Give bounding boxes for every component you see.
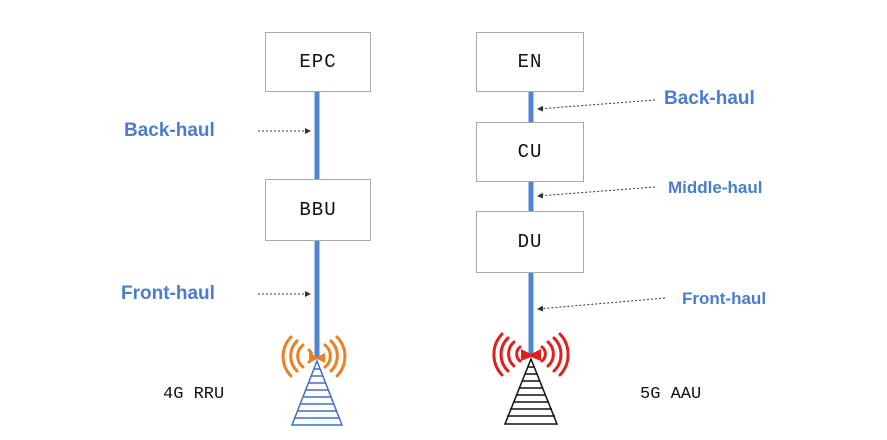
en-label: EN (517, 51, 543, 73)
bbu-box: BBU (265, 179, 371, 241)
rru-tower-icon (290, 358, 344, 426)
aau-caption: 5G AAU (640, 385, 702, 404)
right-fronthaul-arrow (537, 297, 666, 312)
epc-box: EPC (265, 32, 371, 92)
right-middlehaul-label: Middle-haul (668, 178, 763, 197)
rru-wave-icon (281, 335, 347, 378)
aau-tower-icon (503, 356, 559, 425)
aau-wave-icon (492, 332, 570, 377)
rru-radiator-icon (309, 353, 325, 363)
left-backhaul-label: Back-haul (124, 120, 215, 141)
left-fronthaul-label: Front-haul (121, 283, 215, 304)
cu-label: CU (517, 141, 543, 163)
du-box: DU (476, 211, 584, 273)
right-backhaul-arrow (537, 99, 656, 112)
bbu-label: BBU (299, 199, 337, 221)
epc-label: EPC (299, 51, 337, 73)
rru-caption: 4G RRU (163, 385, 225, 404)
right-middlehaul-arrow (537, 186, 656, 199)
cu-box: CU (476, 122, 584, 182)
aau-radiator-icon (521, 349, 541, 361)
en-box: EN (476, 32, 584, 92)
du-label: DU (517, 231, 543, 253)
right-backhaul-label: Back-haul (664, 88, 755, 109)
right-fronthaul-label: Front-haul (682, 289, 767, 308)
